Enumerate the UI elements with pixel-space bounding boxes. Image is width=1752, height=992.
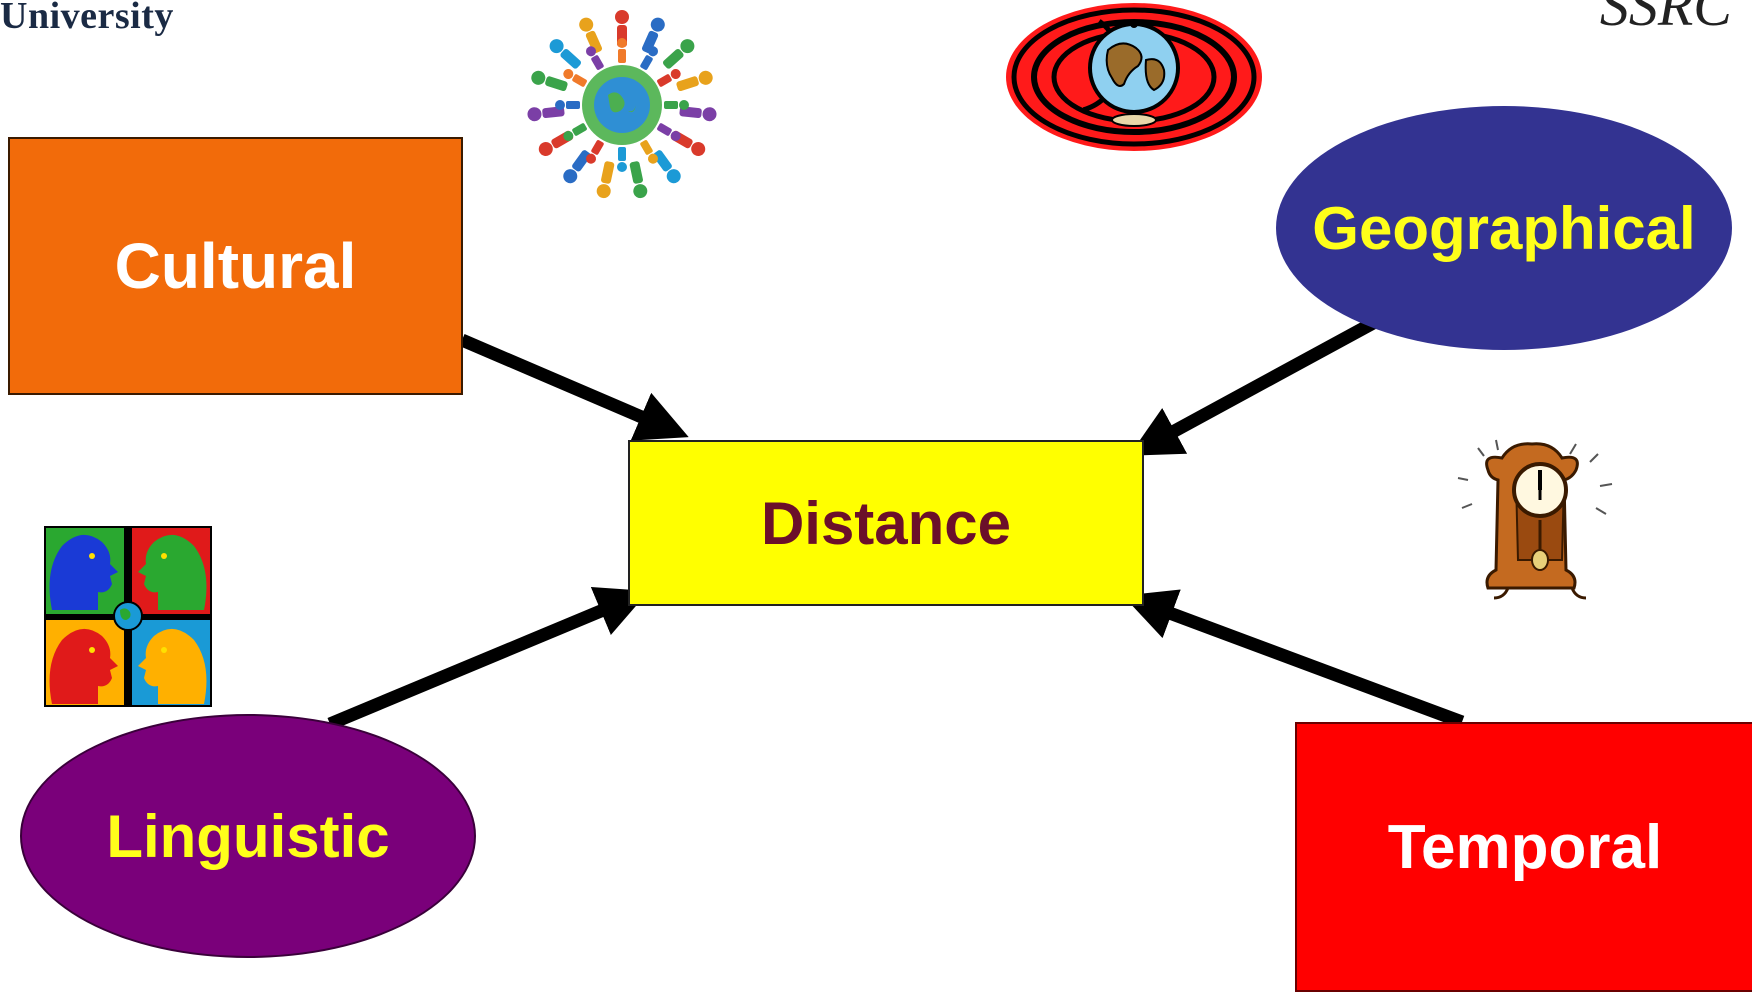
temporal-label: Temporal xyxy=(1387,812,1663,882)
temporal-node: Temporal xyxy=(1295,722,1752,992)
geographical-label: Geographical xyxy=(1312,194,1696,262)
linguistic-node: Linguistic xyxy=(20,714,476,958)
cultural-node: Cultural xyxy=(8,137,463,395)
distance-label: Distance xyxy=(760,489,1012,557)
arrow-linguistic-to-distance xyxy=(327,587,649,730)
arrow-temporal-to-distance xyxy=(1122,589,1465,729)
arrow-cultural-to-distance xyxy=(459,334,689,441)
corner-text: SSRC xyxy=(1599,0,1732,38)
geographical-node: Geographical xyxy=(1276,106,1732,350)
cultural-label: Cultural xyxy=(114,230,357,302)
university-logo-text: University xyxy=(0,0,174,37)
distance-node: Distance xyxy=(628,440,1144,606)
linguistic-label: Linguistic xyxy=(106,802,390,870)
arrow-geographical-to-distance xyxy=(1129,316,1379,456)
